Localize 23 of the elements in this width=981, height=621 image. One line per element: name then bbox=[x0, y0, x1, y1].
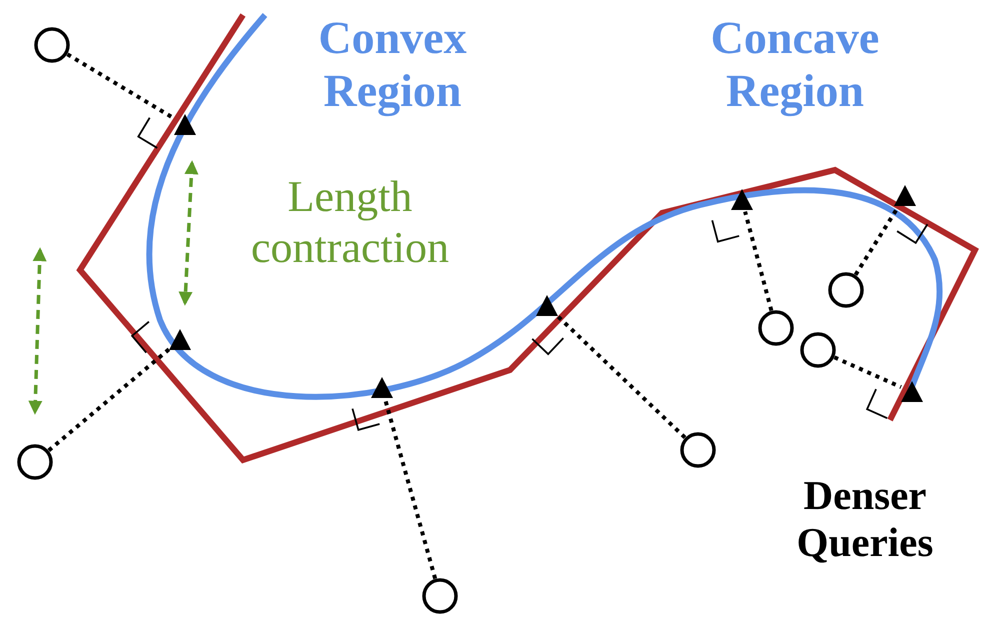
triangle-marker bbox=[370, 376, 394, 400]
annotation-text: Length contraction bbox=[250, 172, 450, 274]
triangle-marker bbox=[900, 380, 924, 404]
dotted-connector bbox=[554, 312, 686, 440]
triangle-marker bbox=[730, 188, 754, 212]
region-label: Concave Region bbox=[710, 12, 880, 118]
hollow-circle bbox=[800, 332, 836, 368]
dotted-connector bbox=[383, 399, 438, 580]
dotted-connector bbox=[834, 356, 902, 389]
hollow-circle bbox=[17, 444, 53, 480]
triangle-marker bbox=[173, 113, 197, 137]
triangle-marker bbox=[168, 328, 192, 352]
hollow-circle bbox=[34, 27, 70, 63]
annotation-text: Denser Queries bbox=[796, 472, 934, 566]
dotted-connector bbox=[743, 211, 774, 312]
triangle-marker bbox=[535, 294, 559, 318]
hollow-circle bbox=[828, 272, 864, 308]
hollow-circle bbox=[680, 432, 716, 468]
region-label: Convex Region bbox=[317, 12, 468, 118]
hollow-circle bbox=[758, 310, 794, 346]
hollow-circle bbox=[422, 578, 458, 614]
triangle-marker bbox=[893, 184, 917, 208]
dotted-connector bbox=[47, 346, 172, 452]
